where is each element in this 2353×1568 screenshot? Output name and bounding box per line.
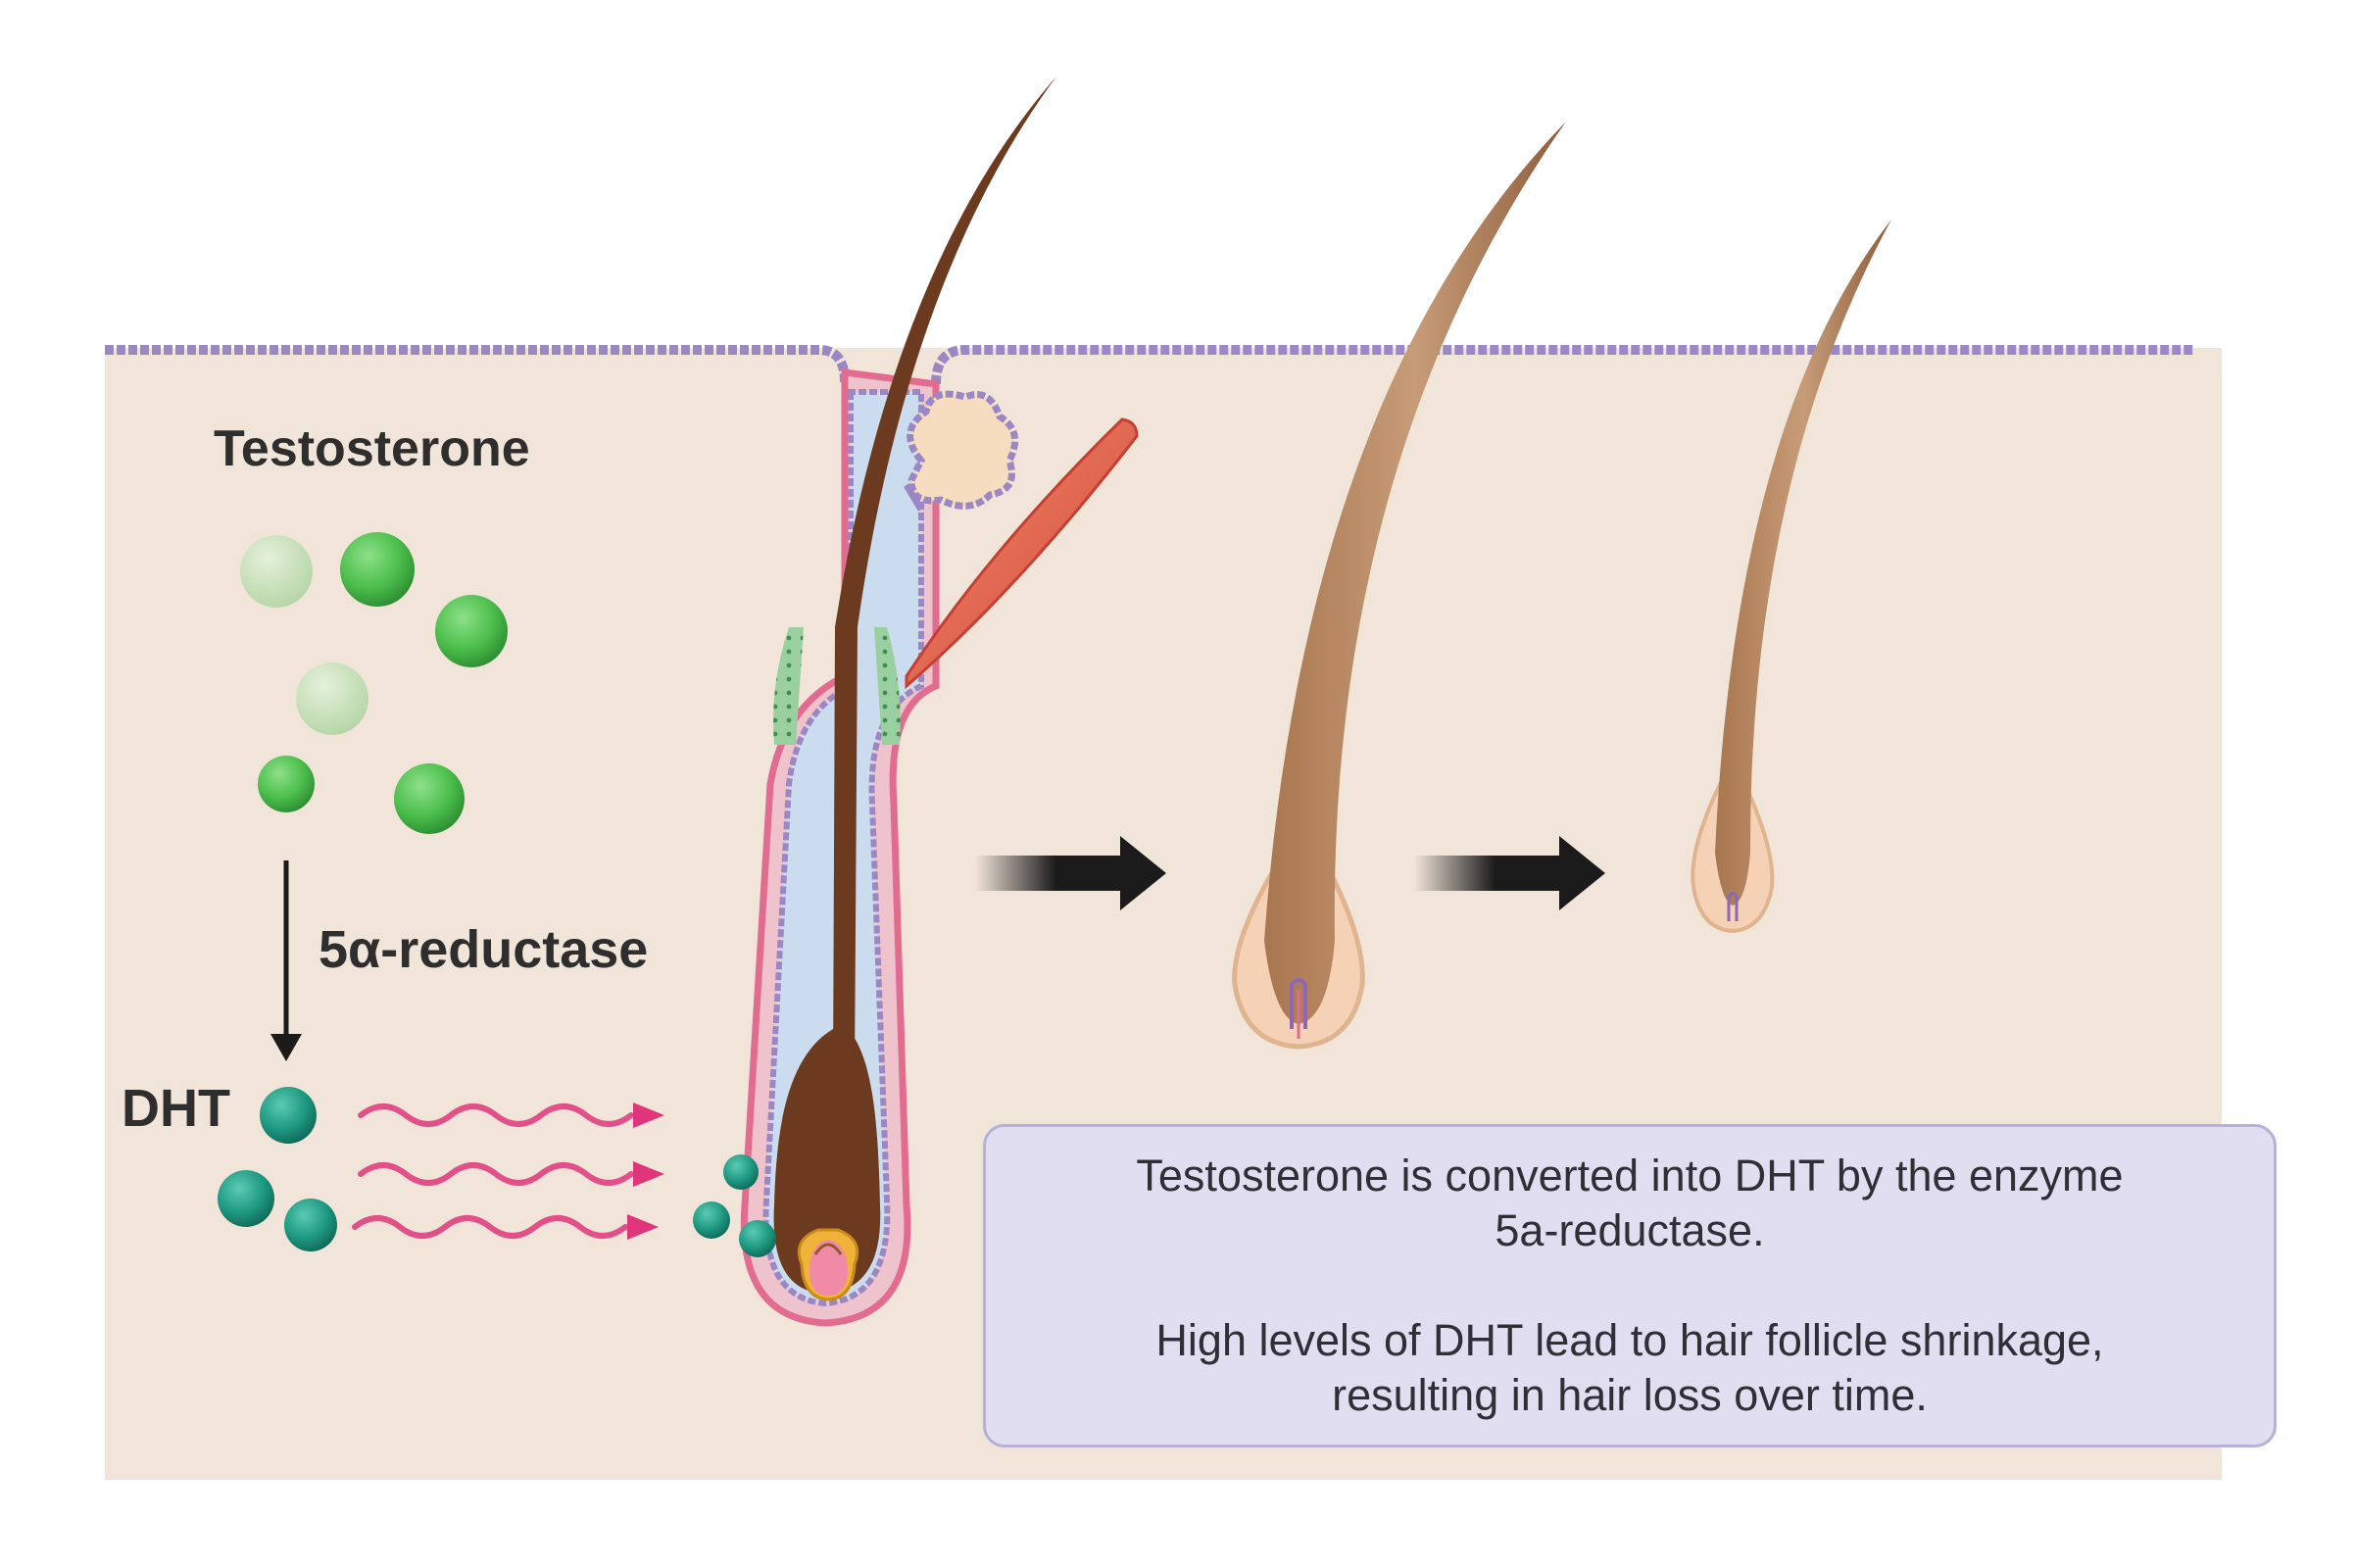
dht-molecule-icon	[218, 1170, 274, 1227]
signal-waves	[352, 1102, 664, 1240]
testosterone-molecule-icon	[258, 756, 315, 812]
signal-wave-icon	[352, 1214, 659, 1240]
conversion-arrow-icon	[270, 860, 302, 1061]
dht-molecule-icon	[284, 1199, 337, 1251]
info-line: resulting in hair loss over time.	[1332, 1370, 1928, 1420]
sebaceous-gland	[907, 390, 1019, 510]
signal-wave-icon	[358, 1161, 664, 1187]
progression-arrow-icon	[975, 836, 1166, 910]
info-line: High levels of DHT lead to hair follicle…	[1155, 1315, 2104, 1365]
dht-label: DHT	[122, 1079, 230, 1138]
terminal-hair-shaft	[833, 76, 1056, 1078]
dht-molecule-icon	[693, 1201, 730, 1239]
enzyme-label: 5α-reductase	[319, 920, 649, 979]
info-box: Testosterone is converted into DHT by th…	[983, 1124, 2277, 1447]
dht-molecules	[218, 1087, 776, 1257]
dht-molecule-icon	[260, 1087, 317, 1144]
progression-arrow-icon	[1414, 836, 1605, 910]
arrector-pili-muscle	[905, 417, 1139, 690]
miniaturized-hair-follicle	[1691, 220, 1891, 934]
shrinking-hair-follicle	[1232, 122, 1566, 1050]
dht-molecule-icon	[739, 1220, 776, 1257]
testosterone-molecule-icon	[240, 535, 313, 608]
testosterone-molecule-icon	[340, 532, 415, 607]
testosterone-label: Testosterone	[214, 420, 530, 477]
testosterone-molecules	[240, 532, 508, 834]
signal-wave-icon	[358, 1102, 664, 1128]
dht-molecule-icon	[723, 1154, 759, 1190]
testosterone-molecule-icon	[394, 763, 465, 834]
info-line: Testosterone is converted into DHT by th…	[1136, 1151, 2124, 1200]
testosterone-molecule-icon	[435, 595, 508, 667]
testosterone-molecule-icon	[296, 662, 368, 735]
info-line: 5a-reductase.	[1495, 1205, 1765, 1255]
